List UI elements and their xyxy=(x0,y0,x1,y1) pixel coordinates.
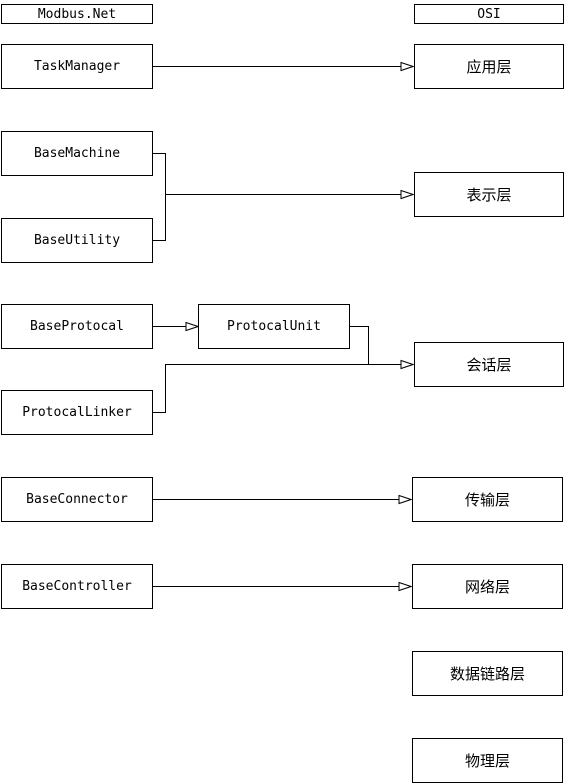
baseconnector-box: BaseConnector xyxy=(1,477,153,522)
osi-header: OSI xyxy=(414,4,564,24)
osi-session-layer: 会话层 xyxy=(414,342,564,387)
osi-application-layer: 应用层 xyxy=(414,44,564,89)
baseutility-box: BaseUtility xyxy=(1,218,153,263)
basecontroller-box: BaseController xyxy=(1,564,153,609)
line-protocallinker-junction xyxy=(152,364,369,413)
protocallinker-box: ProtocalLinker xyxy=(1,390,153,435)
line-basemachine-junction xyxy=(152,153,166,241)
modbus-net-header: Modbus.Net xyxy=(1,4,153,24)
baseprotocal-box: BaseProtocal xyxy=(1,304,153,349)
line-protocalunit-junction xyxy=(349,326,369,365)
taskmanager-box: TaskManager xyxy=(1,44,153,89)
osi-data-link-layer: 数据链路层 xyxy=(412,651,563,696)
osi-presentation-layer: 表示层 xyxy=(414,172,564,217)
osi-transport-layer: 传输层 xyxy=(412,477,563,522)
osi-physical-layer: 物理层 xyxy=(412,738,563,783)
osi-network-layer: 网络层 xyxy=(412,564,563,609)
protocalunit-box: ProtocalUnit xyxy=(198,304,350,349)
basemachine-box: BaseMachine xyxy=(1,131,153,176)
